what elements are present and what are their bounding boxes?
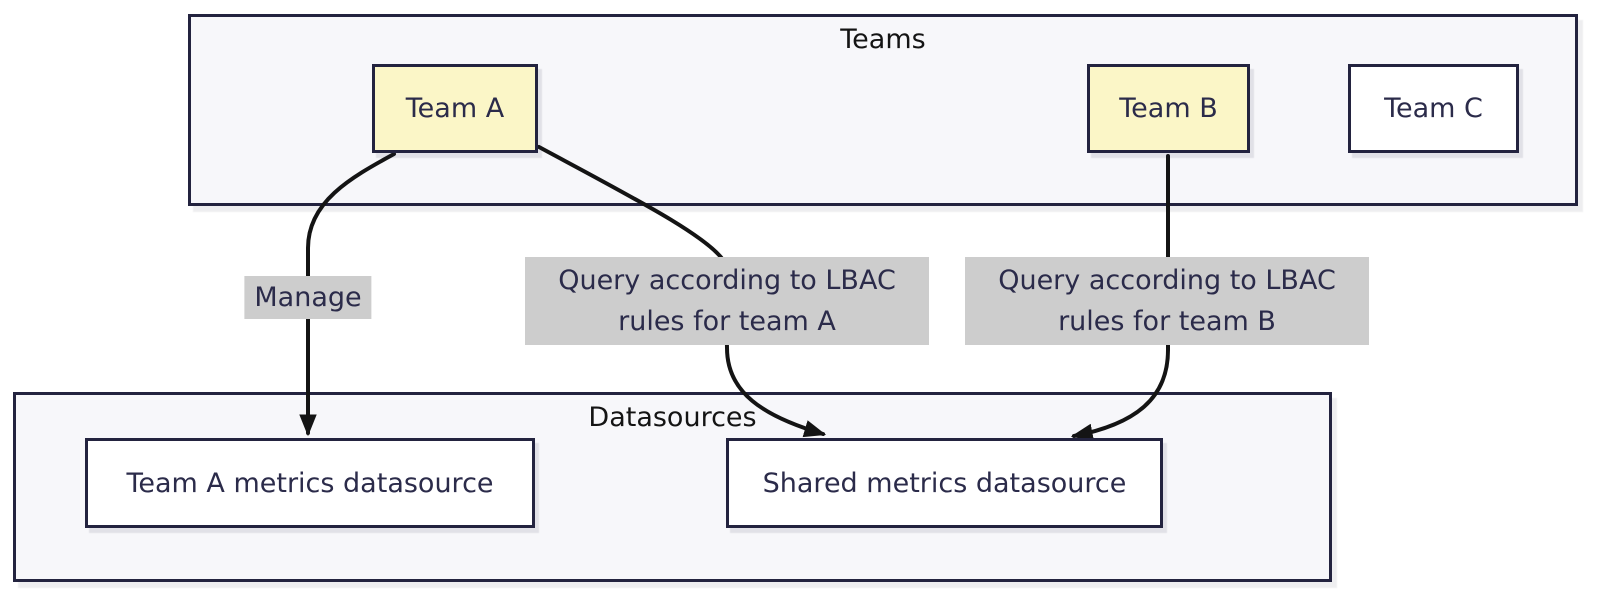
edge-label-manage: Manage: [244, 276, 372, 320]
teams-group-title: Teams: [840, 24, 926, 55]
datasources-group-title: Datasources: [588, 402, 757, 433]
edge-label-query-team-b: Query according to LBAC rules for team B: [965, 257, 1369, 346]
node-team-c: Team C: [1348, 64, 1519, 153]
edge-label-query-team-a: Query according to LBAC rules for team A: [525, 257, 929, 346]
node-team-a-metrics-datasource: Team A metrics datasource: [85, 438, 535, 528]
node-team-a: Team A: [372, 64, 538, 153]
node-team-b: Team B: [1087, 64, 1250, 153]
node-shared-metrics-datasource: Shared metrics datasource: [726, 438, 1163, 528]
